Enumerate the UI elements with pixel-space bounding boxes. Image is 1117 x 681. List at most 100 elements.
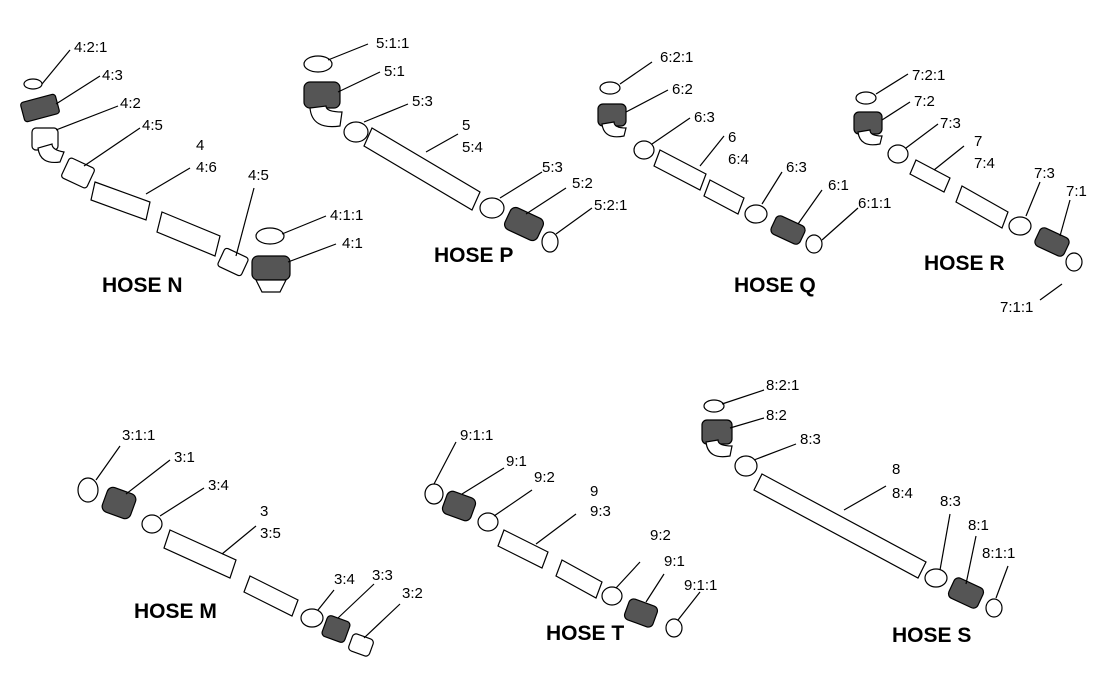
fitting xyxy=(101,486,137,520)
callout-label: 5:2 xyxy=(572,175,593,192)
callout-label: 5:1 xyxy=(384,63,405,80)
elbow xyxy=(601,121,627,138)
o-ring xyxy=(23,78,43,90)
hose-segment xyxy=(156,211,221,257)
callout-label: 8:2 xyxy=(766,407,787,424)
callout-label: 8:3 xyxy=(800,431,821,448)
clamp xyxy=(477,512,499,532)
hose-segment xyxy=(653,149,707,191)
callout-label: 3:4 xyxy=(208,477,229,494)
callout-label: 4:3 xyxy=(102,67,123,84)
callout-label: 5:3 xyxy=(542,159,563,176)
callout-label: 7:2:1 xyxy=(912,67,945,84)
hose-n-assembly xyxy=(20,78,291,293)
callout-label: 3:2 xyxy=(402,585,423,602)
clamp xyxy=(343,121,369,143)
elbow xyxy=(705,439,733,458)
hose-r-title: HOSE R xyxy=(924,252,1005,275)
fitting xyxy=(251,255,291,281)
hose-segment xyxy=(555,559,603,599)
callout-label: 9:1:1 xyxy=(460,427,493,444)
callout-label: 7 xyxy=(974,133,982,150)
o-ring xyxy=(1065,252,1083,272)
hose-segment xyxy=(90,181,151,221)
callout-label: 8:4 xyxy=(892,485,913,502)
callout-label: 8:3 xyxy=(940,493,961,510)
clamp xyxy=(744,204,768,224)
callout-label: 8 xyxy=(892,461,900,478)
callout-label: 3:5 xyxy=(260,525,281,542)
clamp xyxy=(300,608,324,628)
hose-q-assembly xyxy=(597,81,823,254)
callout-label: 5:1:1 xyxy=(376,35,409,52)
fitting xyxy=(441,490,477,522)
clamp xyxy=(887,144,909,164)
callout-label: 4:1 xyxy=(342,235,363,252)
fitting xyxy=(503,206,545,242)
callout-label: 9:2 xyxy=(650,527,671,544)
callout-label: 9:1 xyxy=(506,453,527,470)
hose-s-title: HOSE S xyxy=(892,624,971,647)
callout-label: 3 xyxy=(260,503,268,520)
o-ring xyxy=(665,618,683,638)
hose-t-assembly xyxy=(424,483,683,638)
hose-titles: HOSE N HOSE P HOSE Q HOSE R HOSE M HOSE … xyxy=(102,244,1005,647)
hose-p-assembly xyxy=(303,55,559,253)
clamp xyxy=(141,514,163,534)
o-ring xyxy=(985,598,1003,618)
callout-label: 6:2 xyxy=(672,81,693,98)
o-ring xyxy=(599,81,621,95)
callout-label: 4 xyxy=(196,137,204,154)
hose-s-assembly xyxy=(701,399,1003,618)
callout-label: 7:1 xyxy=(1066,183,1087,200)
hose-t-title: HOSE T xyxy=(546,622,624,645)
callout-label: 5 xyxy=(462,117,470,134)
clamp xyxy=(61,157,95,189)
callout-label: 9:2 xyxy=(534,469,555,486)
hose-segment xyxy=(753,473,927,579)
callout-label: 5:2:1 xyxy=(594,197,627,214)
callout-label: 8:2:1 xyxy=(766,377,799,394)
hose-r-assembly xyxy=(853,91,1083,272)
hose-q-title: HOSE Q xyxy=(734,274,816,297)
o-ring xyxy=(541,231,559,253)
callout-labels: 4:2:1 4:3 4:2 4:5 4 4:6 4:5 4:1:1 4:1 5:… xyxy=(74,35,1087,602)
clamp xyxy=(601,586,623,606)
nut xyxy=(321,615,351,643)
callout-label: 5:4 xyxy=(462,139,483,156)
callout-label: 9:3 xyxy=(590,503,611,520)
callout-label: 5:3 xyxy=(412,93,433,110)
nut xyxy=(20,93,60,123)
hose-segment xyxy=(363,127,481,211)
fitting xyxy=(770,215,806,245)
callout-label: 6:2:1 xyxy=(660,49,693,66)
callout-label: 9:1:1 xyxy=(684,577,717,594)
clamp xyxy=(924,568,948,588)
callout-label: 3:1:1 xyxy=(122,427,155,444)
callout-label: 8:1 xyxy=(968,517,989,534)
o-ring xyxy=(255,227,285,245)
callout-label: 4:1:1 xyxy=(330,207,363,224)
clamp xyxy=(734,455,758,477)
fitting xyxy=(947,577,985,609)
hose-segment xyxy=(955,185,1009,229)
callout-label: 4:5 xyxy=(248,167,269,184)
fitting xyxy=(303,81,341,109)
callout-label: 9:1 xyxy=(664,553,685,570)
callout-label: 7:3 xyxy=(1034,165,1055,182)
callout-label: 6:3 xyxy=(786,159,807,176)
callout-label: 6:1:1 xyxy=(858,195,891,212)
hose-segment xyxy=(497,529,549,569)
o-ring xyxy=(424,483,444,505)
callout-label: 7:3 xyxy=(940,115,961,132)
hose-segment xyxy=(243,575,299,617)
hose-segment xyxy=(163,529,237,579)
callout-label: 7:2 xyxy=(914,93,935,110)
callout-label: 4:2:1 xyxy=(74,39,107,56)
hose-n-title: HOSE N xyxy=(102,274,183,297)
hose-m-assembly xyxy=(77,477,374,657)
callout-label: 4:5 xyxy=(142,117,163,134)
o-ring xyxy=(703,399,725,413)
callout-label: 6:3 xyxy=(694,109,715,126)
clamp xyxy=(633,140,655,160)
